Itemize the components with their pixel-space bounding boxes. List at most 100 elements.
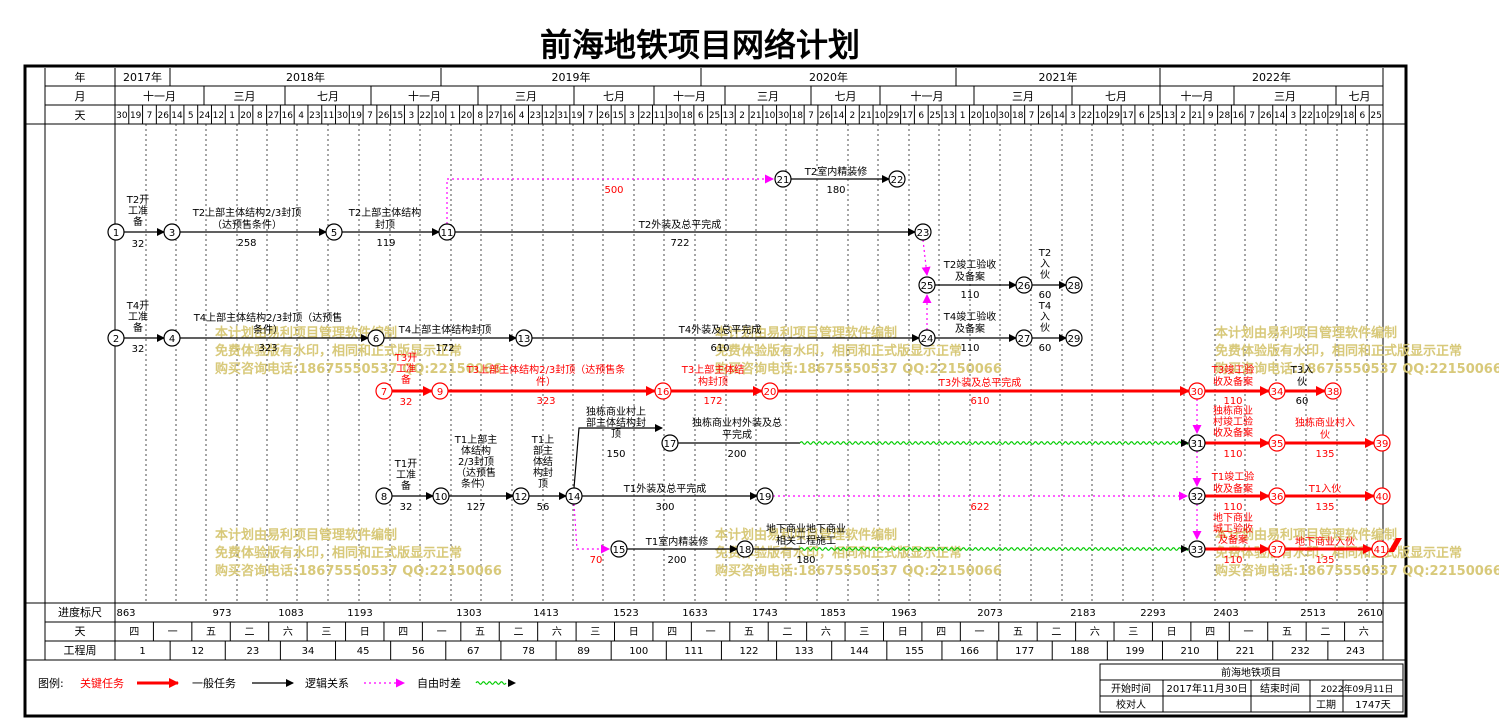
day-label: 21 <box>750 111 761 121</box>
task-duration: 300 <box>655 502 674 513</box>
year-label: 2019年 <box>552 70 591 84</box>
node-11 <box>438 223 456 241</box>
task-duration: 200 <box>727 449 746 460</box>
task-duration: 32 <box>400 502 413 513</box>
task-name: 入 <box>1040 312 1050 323</box>
day-label: 7 <box>1029 111 1035 121</box>
node-label: 24 <box>921 334 934 345</box>
weekday-label: 五 <box>475 627 485 638</box>
task-name: 顶 <box>538 478 548 490</box>
day-label: 25 <box>1150 111 1161 121</box>
day-label: 26 <box>599 111 611 121</box>
task-duration: 60 <box>1039 290 1052 301</box>
task-duration: 610 <box>970 396 989 407</box>
node-4 <box>163 329 181 347</box>
task-name: （达预售 <box>456 466 496 479</box>
week-label: 56 <box>412 646 425 657</box>
month-label: 七月 <box>603 90 625 103</box>
legend: 图例:关键任务一般任务逻辑关系自由时差 <box>38 676 516 690</box>
weekday-label: 四 <box>667 627 677 638</box>
day-label: 23 <box>530 111 541 121</box>
day-label: 30 <box>337 111 349 121</box>
watermark: 本计划由易利项目管理软件编制免费体验版有水印，相同和正式版显示正常购买咨询电话:… <box>215 325 1499 579</box>
task-duration: 110 <box>1223 555 1242 566</box>
weekday-label: 五 <box>744 627 754 638</box>
day-label: 10 <box>764 111 776 121</box>
task-name: 地下商业 <box>1213 511 1253 524</box>
node-label: 32 <box>1191 492 1204 503</box>
task-name: 构封 <box>533 466 553 479</box>
day-label: 18 <box>792 111 804 121</box>
weekday-label: 一 <box>706 627 716 638</box>
month-label: 三月 <box>757 90 779 103</box>
node-label: 33 <box>1191 545 1204 556</box>
watermark-text: 免费体验版有水印，相同和正式版显示正常 <box>1215 343 1462 359</box>
day-label: 30 <box>778 111 790 121</box>
duration-label: 工期 <box>1316 699 1336 711</box>
node-41 <box>1371 540 1389 558</box>
node-label: 29 <box>1068 334 1081 345</box>
task-name: 地下商业地下商业 <box>766 522 846 535</box>
node-16 <box>654 382 672 400</box>
task-name: 备 <box>133 321 143 334</box>
edges: T2开工准备32T2上部主体结构2/3封顶（达预售条件）258T2上部主体结构封… <box>124 165 1402 566</box>
arrow-head <box>1181 439 1189 447</box>
task-duration: 110 <box>1223 449 1242 460</box>
year-label: 2020年 <box>809 70 848 84</box>
watermark-text: 本计划由易利项目管理软件编制 <box>215 325 397 341</box>
task-name: 备 <box>401 479 411 492</box>
task-name: 件） <box>536 376 556 388</box>
day-label: 24 <box>199 111 211 121</box>
end-value: 2022年09月11日 <box>1321 683 1394 695</box>
task-name: 部主 <box>533 444 553 457</box>
task-name: 备 <box>401 373 411 386</box>
day-label: 25 <box>1370 111 1381 121</box>
duration-value: 1747天 <box>1355 700 1390 711</box>
node-29 <box>1065 329 1083 347</box>
task-name: T4开 <box>126 301 149 312</box>
month-label: 十一月 <box>911 89 944 103</box>
node-label: 26 <box>1018 281 1031 292</box>
node-label: 2 <box>113 334 119 345</box>
node-label: 31 <box>1191 439 1204 450</box>
task-name: T2上部主体结构 <box>348 206 421 219</box>
day-label: 20 <box>971 111 983 121</box>
task-duration: 180 <box>796 555 815 566</box>
task-duration: 56 <box>537 502 550 513</box>
weekday-label: 四 <box>1205 627 1215 638</box>
day-label: 5 <box>188 111 194 121</box>
day-label: 2 <box>739 111 745 121</box>
task-name: （达预售条件） <box>212 218 282 231</box>
free-float-value: 500 <box>604 185 623 196</box>
week-label: 111 <box>684 646 703 657</box>
task-name: T3开 <box>394 353 417 364</box>
watermark-text: 免费体验版有水印，相同和正式版显示正常 <box>215 545 462 561</box>
week-label: 12 <box>191 646 204 657</box>
weekday-label: 四 <box>936 627 946 638</box>
day-label: 6 <box>1359 111 1365 121</box>
progress-value: 1523 <box>613 608 638 619</box>
task-name: 体结 <box>533 455 553 468</box>
legend-logic-label: 逻辑关系 <box>305 676 349 690</box>
node-label: 15 <box>613 545 626 556</box>
day-label: 26 <box>819 111 831 121</box>
watermark-text: 购买咨询电话:18675550537 QQ:22150066 <box>215 563 502 579</box>
weekday-label: 五 <box>206 627 216 638</box>
watermark-text: 本计划由易利项目管理软件编制 <box>1215 325 1397 341</box>
day-label: 10 <box>984 111 996 121</box>
progress-value: 2403 <box>1213 608 1238 619</box>
node-label: 39 <box>1376 439 1389 450</box>
logic-relation-line <box>573 503 610 554</box>
node-label: 4 <box>169 334 175 345</box>
task-name: T1上部主 <box>454 433 497 446</box>
day-label: 7 <box>588 111 594 121</box>
task-name: T2 <box>1038 248 1051 259</box>
node-32 <box>1188 487 1206 505</box>
node-7 <box>375 382 393 400</box>
task-name: 城工验收 <box>1213 522 1253 535</box>
weekday-label: 日 <box>360 627 370 638</box>
task-duration: 135 <box>1315 555 1334 566</box>
month-label: 七月 <box>835 90 857 103</box>
progress-value: 1853 <box>820 608 845 619</box>
